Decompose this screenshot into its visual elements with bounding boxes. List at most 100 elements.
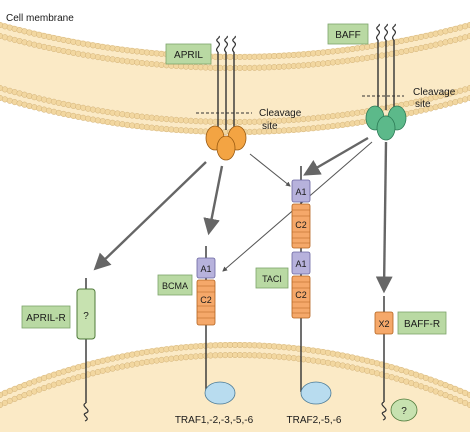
cell-membrane-label: Cell membrane — [6, 13, 74, 24]
taci-label: TACI — [262, 274, 282, 284]
lipid-head — [46, 33, 53, 40]
lipid-head — [452, 99, 459, 106]
taci-c2-top-stripes — [292, 209, 310, 244]
lipid-head — [153, 347, 160, 354]
lipid-head — [143, 349, 150, 356]
lipid-head — [134, 48, 141, 55]
lipid-head — [168, 355, 175, 362]
lipid-head — [99, 54, 106, 61]
baff-r-receptor: X2 ? — [374, 296, 418, 422]
lipid-head — [349, 120, 356, 127]
lipid-head — [344, 111, 351, 118]
lipid-head — [398, 37, 405, 44]
lipid-head — [104, 366, 111, 373]
lipid-head — [398, 48, 405, 55]
lipid-head — [124, 362, 131, 369]
lipid-head — [50, 46, 57, 53]
lipid-head — [16, 90, 23, 97]
lipid-head — [70, 38, 77, 45]
lipid-head — [374, 42, 381, 49]
lipid-head — [462, 23, 469, 30]
lipid-head — [11, 99, 18, 106]
baff-r-unknown-label: ? — [401, 406, 407, 417]
lipid-head — [467, 95, 470, 101]
april-trimer-subunit — [216, 135, 236, 161]
lipid-head — [305, 346, 312, 353]
arrow-april-to-taci — [249, 153, 291, 187]
lipid-head — [114, 354, 121, 361]
lipid-head — [148, 348, 155, 355]
april-r-tail — [83, 402, 89, 422]
lipid-head — [6, 97, 13, 104]
lipid-head — [334, 112, 341, 119]
lipid-head — [41, 96, 48, 103]
lipid-head — [36, 42, 43, 49]
lipid-head — [94, 43, 101, 50]
lipid-head — [334, 351, 341, 358]
lipid-head — [148, 358, 155, 365]
lipid-head — [437, 40, 444, 47]
lipid-head — [70, 112, 77, 119]
lipid-head — [163, 356, 170, 363]
baff-r-label: BAFF-R — [404, 319, 440, 330]
lipid-head — [447, 100, 454, 107]
lipid-head — [94, 369, 101, 376]
lipid-head — [359, 108, 366, 115]
lipid-head — [129, 351, 136, 358]
lipid-head — [413, 46, 420, 53]
lipid-head — [364, 54, 371, 61]
lipid-head — [344, 121, 351, 128]
lipid-head — [467, 33, 470, 39]
bcma-label: BCMA — [162, 281, 188, 291]
lipid-head — [85, 105, 92, 112]
lipid-head — [447, 38, 454, 45]
lipid-head — [134, 123, 141, 130]
april-r-receptor: ? — [76, 278, 96, 422]
lipid-head — [60, 100, 67, 107]
lipid-head — [46, 97, 53, 104]
lipid-head — [89, 53, 96, 60]
lipid-head — [36, 105, 43, 112]
baff-r-unknown-adaptor — [390, 398, 418, 422]
lipid-head — [60, 110, 67, 117]
bcma-label-box — [157, 274, 193, 296]
taci-a1-top-domain — [291, 179, 311, 203]
lipid-head — [26, 92, 33, 99]
lipid-head — [383, 362, 390, 369]
lipid-head — [418, 44, 425, 51]
lipid-head — [99, 43, 106, 50]
lipid-head — [65, 37, 72, 44]
arrow-baff-to-baff-r — [375, 141, 393, 294]
lipid-head — [378, 52, 385, 59]
lipid-head — [129, 112, 136, 119]
lipid-head — [138, 359, 145, 366]
baff-trimer-subunit — [376, 115, 396, 141]
lipid-head — [70, 102, 77, 109]
taci-a1-bottom-domain — [291, 251, 311, 275]
lipid-head — [75, 364, 82, 371]
lipid-head — [109, 355, 116, 362]
lipid-head — [114, 57, 121, 64]
lipid-head — [85, 115, 92, 122]
lipid-head — [359, 44, 366, 51]
lipid-head — [89, 370, 96, 377]
lipid-head — [432, 41, 439, 48]
lipid-head — [75, 50, 82, 57]
lipid-head — [109, 109, 116, 116]
lipid-head — [329, 350, 336, 357]
lipid-head — [325, 359, 332, 366]
lipid-head — [349, 354, 356, 361]
lipid-head — [114, 120, 121, 127]
lipid-head — [119, 353, 126, 360]
april-r-domain — [76, 288, 96, 340]
lipid-head — [26, 102, 33, 109]
lipid-head — [99, 357, 106, 364]
lipid-head — [41, 106, 48, 113]
lipid-head — [21, 91, 28, 98]
lipid-head — [89, 116, 96, 123]
lipid-head — [349, 110, 356, 117]
lipid-head — [89, 106, 96, 113]
lipid-head — [364, 43, 371, 50]
lipid-head — [310, 347, 317, 354]
baff-label-box — [327, 23, 369, 45]
